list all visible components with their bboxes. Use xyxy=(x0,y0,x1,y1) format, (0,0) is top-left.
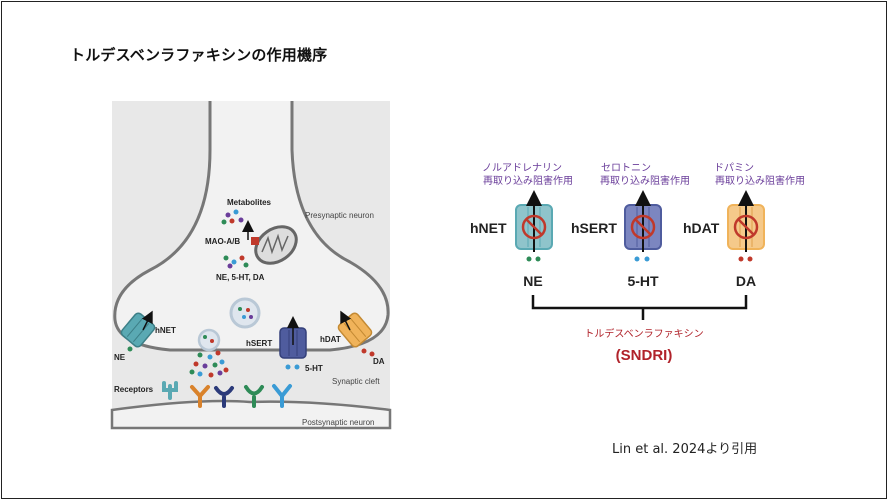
ne-molecule-dots xyxy=(526,256,541,262)
da-dot xyxy=(369,351,375,357)
hdat-label-right: hDAT xyxy=(683,220,720,236)
ne-label: NE xyxy=(114,353,126,362)
neurotransmitter-list-label: NE, 5-HT, DA xyxy=(216,273,265,282)
slide-title: トルデスベンラファキシンの作用機序 xyxy=(70,46,328,64)
presynaptic-label: Presynaptic neuron xyxy=(305,211,374,220)
ne-inhibition-caption-line1: ノルアドレナリン xyxy=(482,162,562,174)
hdat-blocked-transporter-icon xyxy=(727,190,765,252)
hnet-label: hNET xyxy=(155,326,176,335)
synaptic-cleft-label: Synaptic cleft xyxy=(332,377,380,386)
da-inhibition-caption-line1: ドパミン xyxy=(714,162,754,174)
da-label-right: DA xyxy=(736,273,756,289)
citation-text: Lin et al. 2024より引用 xyxy=(612,442,758,457)
mitochondria-icon xyxy=(254,225,298,265)
receptors-label: Receptors xyxy=(114,385,154,394)
ht-inhibition-caption-line2: 再取り込み阻害作用 xyxy=(600,174,690,187)
hnet-uptake-arrow xyxy=(141,310,153,331)
vesicle-icon xyxy=(229,297,261,329)
hsert-label-right: hSERT xyxy=(571,220,617,236)
hdat-uptake-arrow xyxy=(340,310,352,331)
hsert-blocked-transporter-icon xyxy=(624,190,662,252)
da-inhibition-caption-line2: 再取り込み阻害作用 xyxy=(715,174,805,187)
sndri-label: (SNDRI) xyxy=(616,347,673,364)
ht5-molecule-dots xyxy=(634,256,650,262)
ht-inhibition-caption-line1: セロトニン xyxy=(601,162,651,174)
hnet-label-right: hNET xyxy=(470,220,507,236)
hnet-blocked-transporter-icon xyxy=(515,190,553,252)
neurotransmitter-dots xyxy=(223,255,249,269)
release-vesicle-icon xyxy=(197,328,221,352)
receptor-icons xyxy=(162,381,292,408)
synapse-diagram: Metabolites MAO-A/B NE, 5-HT, DA Presyna… xyxy=(110,101,392,430)
mao-enzyme-icon xyxy=(251,237,259,245)
metabolite-dots xyxy=(221,209,244,225)
hsert-label: hSERT xyxy=(246,339,272,348)
da-dot xyxy=(361,348,367,354)
da-molecule-dots xyxy=(738,256,753,262)
ne-inhibition-caption-line2: 再取り込み阻害作用 xyxy=(483,174,573,187)
bracket-connector xyxy=(531,295,748,320)
ne-label-right: NE xyxy=(523,273,542,289)
ne-dot xyxy=(127,346,133,352)
metabolites-label: Metabolites xyxy=(227,198,272,207)
da-label: DA xyxy=(373,357,385,366)
mao-label: MAO-A/B xyxy=(205,237,240,246)
sndri-diagram: ノルアドレナリン 再取り込み阻害作用 セロトニン 再取り込み阻害作用 ドパミン … xyxy=(470,162,805,364)
ht5-dot xyxy=(294,364,300,370)
released-neurotransmitters xyxy=(189,350,229,378)
ht5-label-right: 5-HT xyxy=(627,273,659,289)
postsynaptic-label: Postsynaptic neuron xyxy=(302,418,375,427)
hdat-label: hDAT xyxy=(320,335,341,344)
ht5-dot xyxy=(285,364,291,370)
drug-name-label: トルデスベンラファキシン xyxy=(584,327,703,340)
ht5-label: 5-HT xyxy=(305,364,323,373)
